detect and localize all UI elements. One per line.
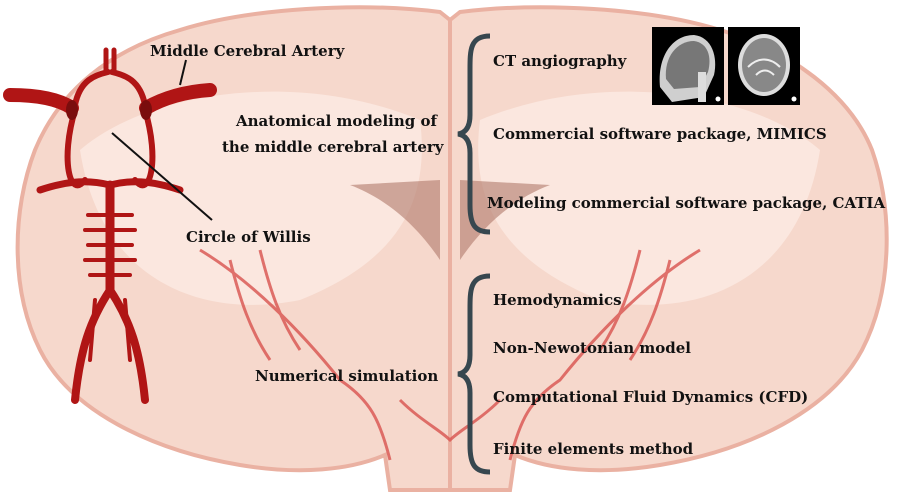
simulation-item: Non-Newotonian model (493, 339, 692, 357)
circle-of-willis-label: Circle of Willis (186, 228, 311, 246)
mca-pointer-line (179, 59, 187, 86)
anatomical-modeling-label-line2: the middle cerebral artery (222, 138, 444, 156)
simulation-item: Finite elements method (493, 440, 694, 458)
numerical-simulation-label: Numerical simulation (255, 367, 439, 385)
ct-angiography-axial-image (728, 27, 800, 105)
numerical-simulation-brace (457, 273, 491, 475)
anatomical-item: CT angiography (493, 52, 627, 70)
willis-pointer-line (111, 132, 213, 221)
simulation-item: Hemodynamics (493, 291, 622, 309)
simulation-item: Computational Fluid Dynamics (CFD) (493, 388, 809, 406)
anatomical-item: Modeling commercial software package, CA… (487, 194, 886, 212)
anatomical-modeling-label-line1: Anatomical modeling of (236, 112, 437, 130)
anatomical-item: Commercial software package, MIMICS (493, 125, 827, 143)
ct-angiography-sagittal-image (652, 27, 724, 105)
anatomical-modeling-brace (457, 33, 491, 235)
middle-cerebral-artery-label: Middle Cerebral Artery (150, 42, 345, 60)
